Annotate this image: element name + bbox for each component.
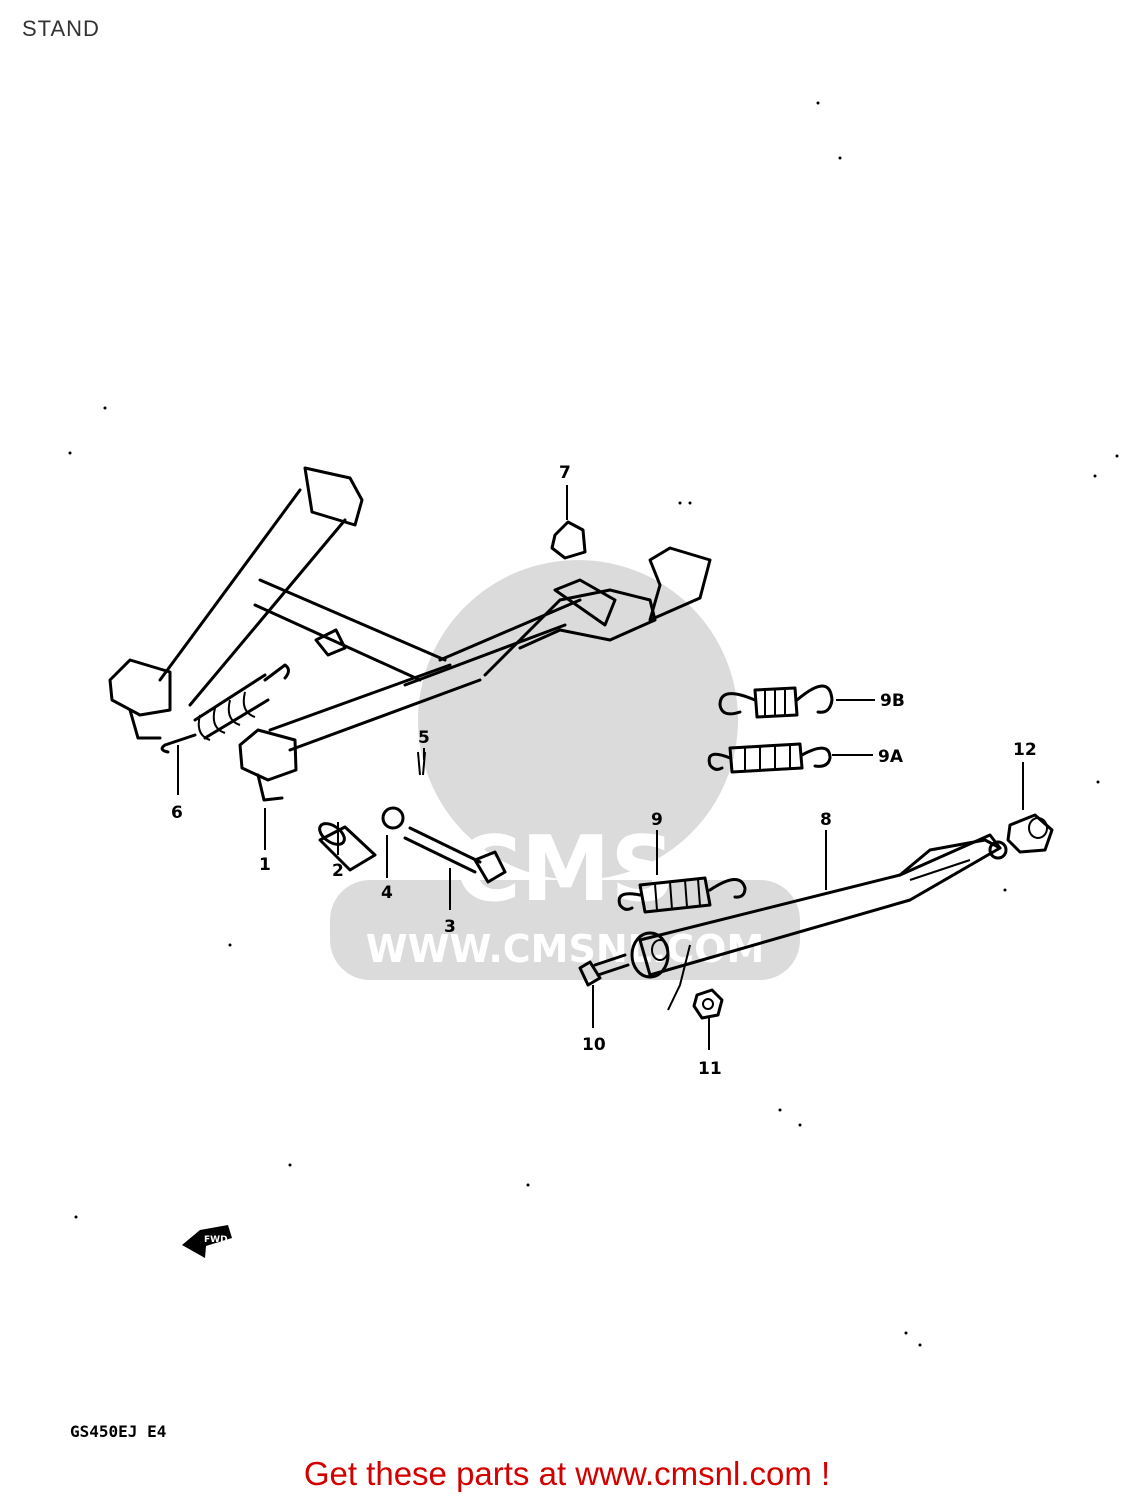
part-9a-spring[interactable] bbox=[707, 742, 832, 774]
model-code: GS450EJ E4 bbox=[70, 1422, 167, 1441]
callout-7: 7 bbox=[559, 463, 571, 483]
cta-link[interactable]: www.cmsnl.com bbox=[575, 1455, 812, 1492]
cta-text: Get these parts at bbox=[303, 1455, 576, 1492]
callout-4: 4 bbox=[381, 883, 393, 903]
watermark-brand: CMS bbox=[455, 817, 675, 922]
callout-1: 1 bbox=[259, 855, 271, 875]
part-11-nut[interactable] bbox=[692, 988, 724, 1020]
callout-3: 3 bbox=[444, 917, 456, 937]
part-6-spring[interactable] bbox=[160, 663, 290, 754]
watermark-url: WWW.CMSNL.COM bbox=[366, 927, 765, 971]
part-9b-spring[interactable] bbox=[718, 684, 834, 719]
callout-8: 8 bbox=[820, 810, 832, 830]
fwd-label: FWD bbox=[204, 1235, 228, 1245]
forward-arrow-icon: FWD bbox=[182, 1225, 232, 1258]
callout-6: 6 bbox=[171, 803, 183, 823]
leader-lines bbox=[177, 485, 1024, 1050]
scan-specks bbox=[68, 101, 1119, 1347]
callout-2: 2 bbox=[332, 861, 344, 881]
part-9-spring[interactable] bbox=[617, 876, 747, 914]
callout-9: 9 bbox=[651, 810, 663, 830]
callout-9b: 9B bbox=[880, 691, 905, 711]
cmsnl-watermark: CMS WWW.CMSNL.COM bbox=[330, 560, 800, 980]
callouts: 7 9B 9A 12 8 9 5 6 1 2 4 3 10 11 bbox=[171, 463, 1037, 1079]
part-1-center-stand[interactable] bbox=[108, 466, 712, 802]
cta-suffix: ! bbox=[811, 1455, 831, 1492]
part-2-bushing[interactable] bbox=[316, 819, 377, 872]
callout-5: 5 bbox=[418, 728, 430, 748]
callout-11: 11 bbox=[698, 1059, 722, 1079]
part-3-pivot-bolt[interactable] bbox=[403, 826, 507, 884]
callout-12: 12 bbox=[1013, 740, 1037, 760]
page-title: STAND bbox=[22, 16, 100, 41]
part-10-bolt[interactable] bbox=[578, 953, 630, 987]
part-7-stopper[interactable] bbox=[550, 520, 587, 560]
callout-9a: 9A bbox=[878, 747, 904, 767]
part-12-rubber[interactable] bbox=[1006, 813, 1054, 854]
callout-10: 10 bbox=[582, 1035, 606, 1055]
part-4-clip[interactable] bbox=[381, 806, 405, 830]
part-8-side-stand[interactable] bbox=[630, 833, 1008, 979]
cta-banner: Get these parts at www.cmsnl.com ! bbox=[0, 1455, 1134, 1493]
